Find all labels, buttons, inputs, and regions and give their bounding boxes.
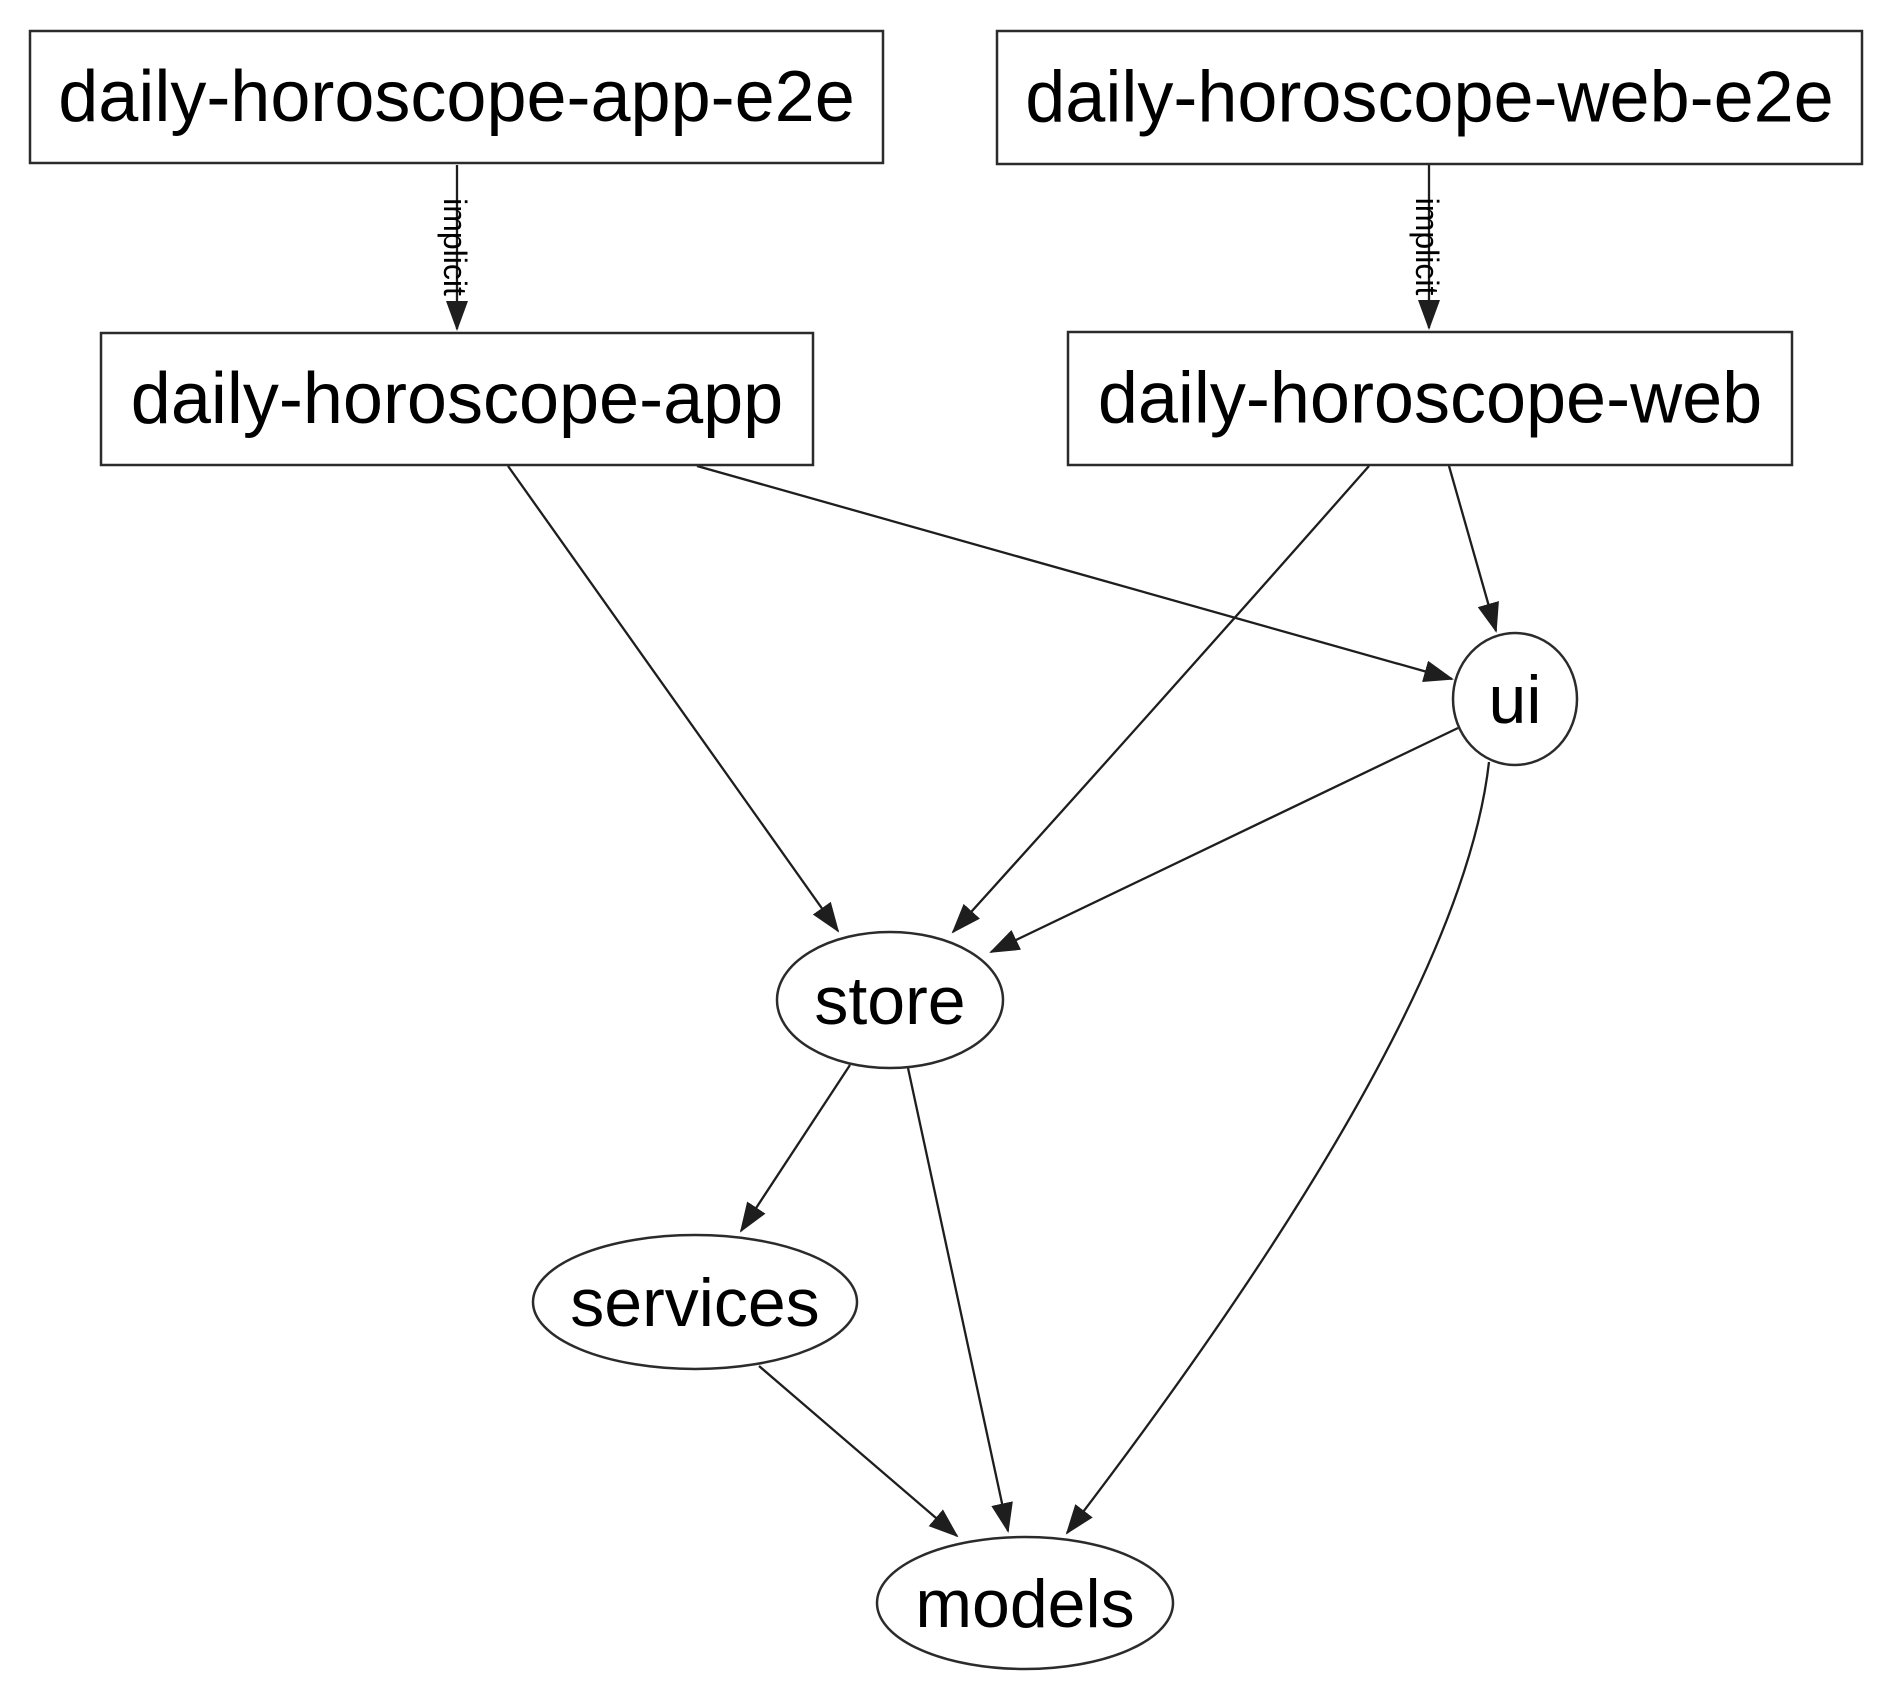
node-label-services: services <box>570 1265 819 1341</box>
node-label-models: models <box>915 1566 1134 1642</box>
node-shape-daily-horoscope-web <box>1066 330 1794 467</box>
node-label-daily-horoscope-web-e2e: daily-horoscope-web-e2e <box>1025 58 1833 138</box>
node-shape-store <box>775 930 1005 1070</box>
edge-label-daily-horoscope-app-e2e-to-daily-horoscope-app: implicit <box>437 198 473 296</box>
node-label-daily-horoscope-web: daily-horoscope-web <box>1098 359 1762 439</box>
nodes-layer: daily-horoscope-app-e2e daily-horoscope-w… <box>28 29 1864 1671</box>
node-shape-daily-horoscope-web-e2e <box>995 29 1864 166</box>
node-label-daily-horoscope-app: daily-horoscope-app <box>131 359 783 439</box>
node-shape-ui <box>1451 631 1579 767</box>
edge-ui-to-models <box>1065 761 1491 1535</box>
edge-daily-horoscope-web-to-ui <box>1447 465 1499 633</box>
edge-label-daily-horoscope-web-e2e-to-daily-horoscope-web: implicit <box>1409 198 1445 296</box>
node-ui[interactable]: ui <box>1451 631 1579 767</box>
node-shape-models <box>875 1535 1175 1671</box>
node-daily-horoscope-web[interactable]: daily-horoscope-web <box>1066 330 1794 467</box>
node-store[interactable]: store <box>775 930 1005 1070</box>
edge-store-to-services <box>739 1064 851 1233</box>
edge-ui-to-store <box>989 726 1459 954</box>
node-services[interactable]: services <box>531 1233 859 1371</box>
edges-layer <box>446 165 1499 1538</box>
edge-store-to-models <box>906 1067 1013 1533</box>
node-shape-services <box>531 1233 859 1371</box>
node-label-ui: ui <box>1489 662 1542 738</box>
node-daily-horoscope-app-e2e[interactable]: daily-horoscope-app-e2e <box>28 29 885 165</box>
edge-labels-layer: implicit implicit <box>437 198 1445 296</box>
node-label-store: store <box>814 963 965 1039</box>
node-label-daily-horoscope-app-e2e: daily-horoscope-app-e2e <box>58 57 855 137</box>
node-shape-daily-horoscope-app <box>99 331 815 467</box>
node-daily-horoscope-app[interactable]: daily-horoscope-app <box>99 331 815 467</box>
edge-daily-horoscope-app-to-store <box>507 465 840 933</box>
node-daily-horoscope-web-e2e[interactable]: daily-horoscope-web-e2e <box>995 29 1864 166</box>
node-shape-daily-horoscope-app-e2e <box>28 29 885 165</box>
edge-daily-horoscope-app-to-ui <box>696 464 1454 682</box>
edge-daily-horoscope-web-to-store <box>951 465 1370 934</box>
edge-services-to-models <box>758 1365 959 1538</box>
node-models[interactable]: models <box>875 1535 1175 1671</box>
